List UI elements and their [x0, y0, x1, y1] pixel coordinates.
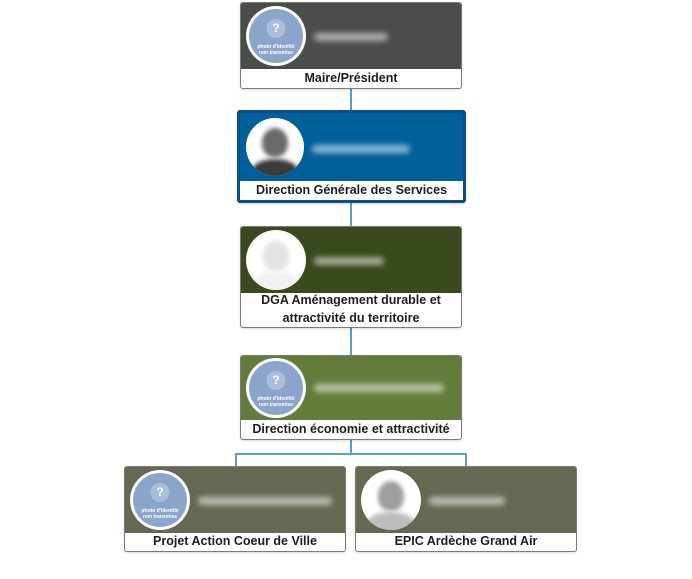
question-mark-icon: ?: [266, 371, 286, 391]
avatar-caption: photo d'identité non transmise: [141, 508, 179, 521]
blurred-name: [314, 33, 388, 41]
node-label: Maire/Président: [304, 70, 398, 85]
person-photo-avatar: [246, 118, 304, 176]
node-header: [241, 227, 461, 293]
node-header: ? photo d'identité non transmise: [241, 3, 461, 69]
org-node-dga-amenagement[interactable]: DGA Aménagement durable et attractivité …: [240, 226, 462, 328]
connector-4-down: [350, 440, 352, 454]
node-header: ? photo d'identité non transmise: [241, 356, 461, 420]
placeholder-avatar: ? photo d'identité non transmise: [246, 6, 306, 66]
node-header: [240, 113, 463, 181]
blurred-name: [314, 257, 384, 265]
question-mark-icon: ?: [266, 19, 286, 39]
question-mark-icon: ?: [150, 483, 170, 503]
org-node-direction-economie[interactable]: ? photo d'identité non transmise Directi…: [240, 355, 462, 440]
connector-3-4: [350, 328, 352, 355]
org-node-projet-coeur-de-ville[interactable]: ? photo d'identité non transmise Projet …: [124, 466, 346, 552]
placeholder-avatar: ? photo d'identité non transmise: [130, 470, 190, 530]
node-label: Direction Générale des Services: [255, 183, 448, 197]
connector-2-3: [350, 203, 352, 226]
node-label: EPIC Ardèche Grand Air: [394, 534, 538, 548]
avatar-caption: photo d'identité non transmise: [257, 44, 295, 57]
connector-left-drop: [235, 453, 237, 467]
node-header: [356, 467, 576, 533]
blurred-name: [314, 384, 444, 392]
node-label: Direction économie et attractivité: [252, 421, 450, 436]
connector-right-drop: [465, 453, 467, 467]
connector-1-2: [350, 89, 352, 111]
placeholder-avatar: ? photo d'identité non transmise: [246, 358, 306, 418]
node-label: Projet Action Coeur de Ville: [153, 534, 317, 548]
org-node-maire-president[interactable]: ? photo d'identité non transmise Maire/P…: [240, 2, 462, 89]
person-photo-avatar: [361, 470, 421, 530]
org-node-direction-generale[interactable]: Direction Générale des Services: [237, 110, 466, 203]
blurred-name: [429, 497, 505, 505]
blurred-name: [198, 497, 332, 505]
node-label: DGA Aménagement durable et attractivité …: [261, 293, 441, 325]
connector-horizontal: [235, 453, 467, 455]
blurred-name: [312, 145, 410, 153]
avatar-caption: photo d'identité non transmise: [257, 396, 295, 409]
person-photo-avatar: [246, 230, 306, 290]
org-node-epic-ardeche[interactable]: EPIC Ardèche Grand Air: [355, 466, 577, 552]
node-header: ? photo d'identité non transmise: [125, 467, 345, 533]
